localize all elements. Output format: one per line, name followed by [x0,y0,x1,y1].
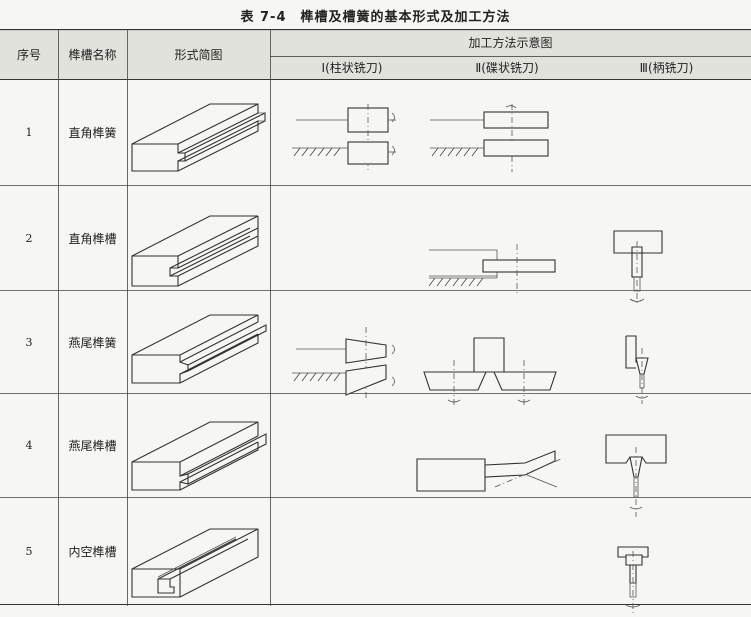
row-3-method-2-sketch [423,337,557,406]
header-method-1: Ⅰ(柱状铣刀) [321,61,383,75]
row-1-method-2-hatch [431,147,479,157]
row-1-method-2-sketch [430,104,549,172]
table-title: 榫槽及槽簧的基本形式及加工方法 [300,10,511,25]
row-3-name: 燕尾榫簧 [68,335,117,350]
row-2-name: 直角榫槽 [68,231,117,246]
table-number: 表 7-4 [240,10,287,25]
header-name: 榫槽名称 [68,47,117,62]
table-caption: 表 7-4 榫槽及槽簧的基本形式及加工方法 [0,6,751,25]
row-4-method-3-sketch [605,434,667,517]
row-1-serial: 1 [25,126,33,139]
table-grid [0,29,751,606]
row-5-form-sketch [131,528,259,598]
row-3-method-1-hatch [293,372,341,382]
row-1-name: 直角榫簧 [68,126,117,140]
header-serial: 序号 [16,47,41,62]
row-5-method-3-sketch [617,546,649,615]
header-diagram: 形式简图 [174,47,223,62]
joint-methods-table: 序号 榫槽名称 形式简图 加工方法示意图 Ⅰ(柱状铣刀) Ⅱ(碟状铣刀) Ⅲ(柄… [0,29,751,615]
row-5-serial: 5 [25,544,33,558]
row-2-form-sketch [131,215,259,287]
row-1-method-1-hatch [293,147,341,157]
row-3-form-sketch [131,314,267,384]
header-method-3: Ⅲ(柄铣刀) [639,61,694,75]
row-4-form-sketch [131,421,267,491]
header-method-2: Ⅱ(碟状铣刀) [475,61,539,75]
row-3-method-1-sketch [292,327,395,399]
row-2-method-2-sketch [428,244,556,294]
row-1-method-1-sketch [292,104,396,170]
row-1-form-sketch [131,103,266,172]
row-5-name: 内空榫槽 [68,544,117,559]
row-3-serial: 3 [25,335,33,349]
row-2-method-2-hatch [428,277,484,287]
row-4-name: 燕尾榫槽 [68,439,117,453]
row-3-method-3-sketch [625,335,649,404]
header-band [0,29,751,79]
row-4-method-2-sketch [416,450,562,492]
row-2-serial: 2 [25,231,33,245]
row-2-method-3-sketch [613,230,663,303]
row-4-serial: 4 [25,439,33,452]
header-methods-group: 加工方法示意图 [468,36,553,50]
